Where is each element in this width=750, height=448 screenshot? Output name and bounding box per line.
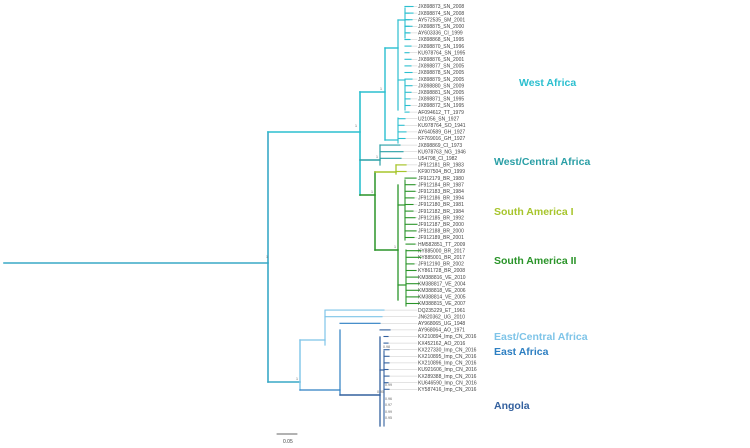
leaf-label: KY587416_Imp_CN_2016	[418, 387, 477, 393]
leaf-label: KY861728_BR_2008	[418, 268, 465, 274]
leaf-label: U21056_SN_1927	[418, 116, 459, 122]
support-value: 0.95	[377, 390, 384, 394]
leaf-label: KX210894_Imp_CN_2016	[418, 334, 477, 340]
leaf-label: KM388816_VE_2010	[418, 275, 466, 281]
support-value: 0.99	[385, 410, 392, 414]
leaf-label: KM388818_VE_2006	[418, 288, 466, 294]
leaf-label: KY885000_BR_2017	[418, 248, 465, 254]
support-value: 1	[266, 255, 268, 259]
leaf-label: KX227330_Imp_CN_2016	[418, 347, 477, 353]
leaf-label: KM388814_VE_2005	[418, 295, 466, 301]
support-value: 1	[376, 155, 378, 159]
leaf-label: KF907504_BO_1999	[418, 169, 465, 175]
leaf-label: U54798_CI_1982	[418, 156, 457, 162]
leaf-label: JF912187_BR_2000	[418, 222, 464, 228]
leaf-label: KX289388_Imp_CN_2016	[418, 374, 477, 380]
leaf-label: KU978764_SO_1941	[418, 123, 466, 129]
leaf-label: JF912181_BR_1983	[418, 163, 464, 169]
clade-label-south-america-2: South America II	[494, 255, 577, 267]
leaf-label: JX898873_SN_2008	[418, 4, 464, 10]
leaf-label: JX898877_SN_2005	[418, 64, 464, 70]
leaf-label: JX898874_SN_2008	[418, 11, 464, 17]
leaf-label: KY885001_BR_2017	[418, 255, 465, 261]
leaf-label: AY968065_UG_1948	[418, 321, 465, 327]
leaf-label: JF912190_BR_2002	[418, 262, 464, 268]
leaf-label: KX210896_Imp_CN_2016	[418, 361, 477, 367]
leaf-label: AY603336_CI_1999	[418, 31, 463, 37]
support-value: 0.96	[385, 397, 392, 401]
support-value: 1	[371, 190, 373, 194]
leaf-label: KU978763_NG_1946	[418, 149, 466, 155]
leaf-label: JF912180_BR_1981	[418, 202, 464, 208]
clade-label-west-africa: West Africa	[519, 77, 576, 89]
leaf-label: KX452162_AO_2016	[418, 341, 465, 347]
leaf-label: JF912188_BR_2000	[418, 229, 464, 235]
leaf-label: KX210895_Imp_CN_2016	[418, 354, 477, 360]
support-value: 0.95	[385, 416, 392, 420]
leaf-label: JX898872_SN_1995	[418, 103, 464, 109]
leaf-label: JN620362_UG_2010	[418, 314, 465, 320]
clade-label-south-america-1: South America I	[494, 206, 574, 218]
leaf-label: JF912186_BR_1994	[418, 196, 464, 202]
leaf-label: JX898876_SN_2001	[418, 57, 464, 63]
leaf-label: AY968064_AO_1971	[418, 328, 465, 334]
leaf-label: KM388815_VE_2007	[418, 301, 466, 307]
leaf-label: JX898879_SN_2005	[418, 77, 464, 83]
leaf-label: KU646590_Imp_CN_2016	[418, 380, 477, 386]
leaf-label: DQ235229_ET_1961	[418, 308, 465, 314]
leaf-label: JX898881_SN_2005	[418, 90, 464, 96]
leaf-label: JX898871_SN_1995	[418, 97, 464, 103]
leaf-label: KM388817_VE_2004	[418, 281, 466, 287]
leaf-label: JX898869_CI_1973	[418, 143, 462, 149]
support-value: 0.97	[385, 403, 392, 407]
support-value: 1	[394, 245, 396, 249]
leaf-label: JX898870_SN_1996	[418, 44, 464, 50]
leaf-label: JF912189_BR_2001	[418, 235, 464, 241]
support-value: 1	[355, 124, 357, 128]
leaf-label: JX898875_SN_2000	[418, 24, 464, 30]
support-value: 0.98	[383, 345, 390, 349]
leaf-label: JX898880_SN_2009	[418, 83, 464, 89]
leaf-label: AF094612_TT_1979	[418, 110, 464, 116]
leaf-label: KU978764_SN_1995	[418, 50, 465, 56]
leaf-label: AY640589_GH_1927	[418, 130, 465, 136]
leaf-label: KU921606_Imp_CN_2016	[418, 367, 477, 373]
scale-bar-label: 0.05	[283, 439, 293, 445]
clade-label-angola: Angola	[494, 400, 530, 412]
leaf-label: JF912182_BR_1984	[418, 209, 464, 215]
leaf-label: JX898868_SN_1995	[418, 37, 464, 43]
leaf-label: KF769016_GH_1927	[418, 136, 465, 142]
clade-label-west-central-africa: West/Central Africa	[494, 156, 590, 168]
leaf-label: AY572535_SM_2001	[418, 17, 465, 23]
support-value: 1	[296, 377, 298, 381]
clade-label-east-africa: East Africa	[494, 346, 549, 358]
clade-label-east-central-africa: East/Central Africa	[494, 331, 588, 343]
leaf-label: JF912185_BR_1992	[418, 215, 464, 221]
leaf-label: JF912179_BR_1980	[418, 176, 464, 182]
support-value: 0.99	[385, 383, 392, 387]
support-value: 1	[380, 87, 382, 91]
leaf-label: JF912183_BR_1984	[418, 189, 464, 195]
leaf-label: HM582851_TT_2009	[418, 242, 465, 248]
leaf-label: JX898878_SN_2005	[418, 70, 464, 76]
leaf-label: JF912184_BR_1987	[418, 182, 464, 188]
